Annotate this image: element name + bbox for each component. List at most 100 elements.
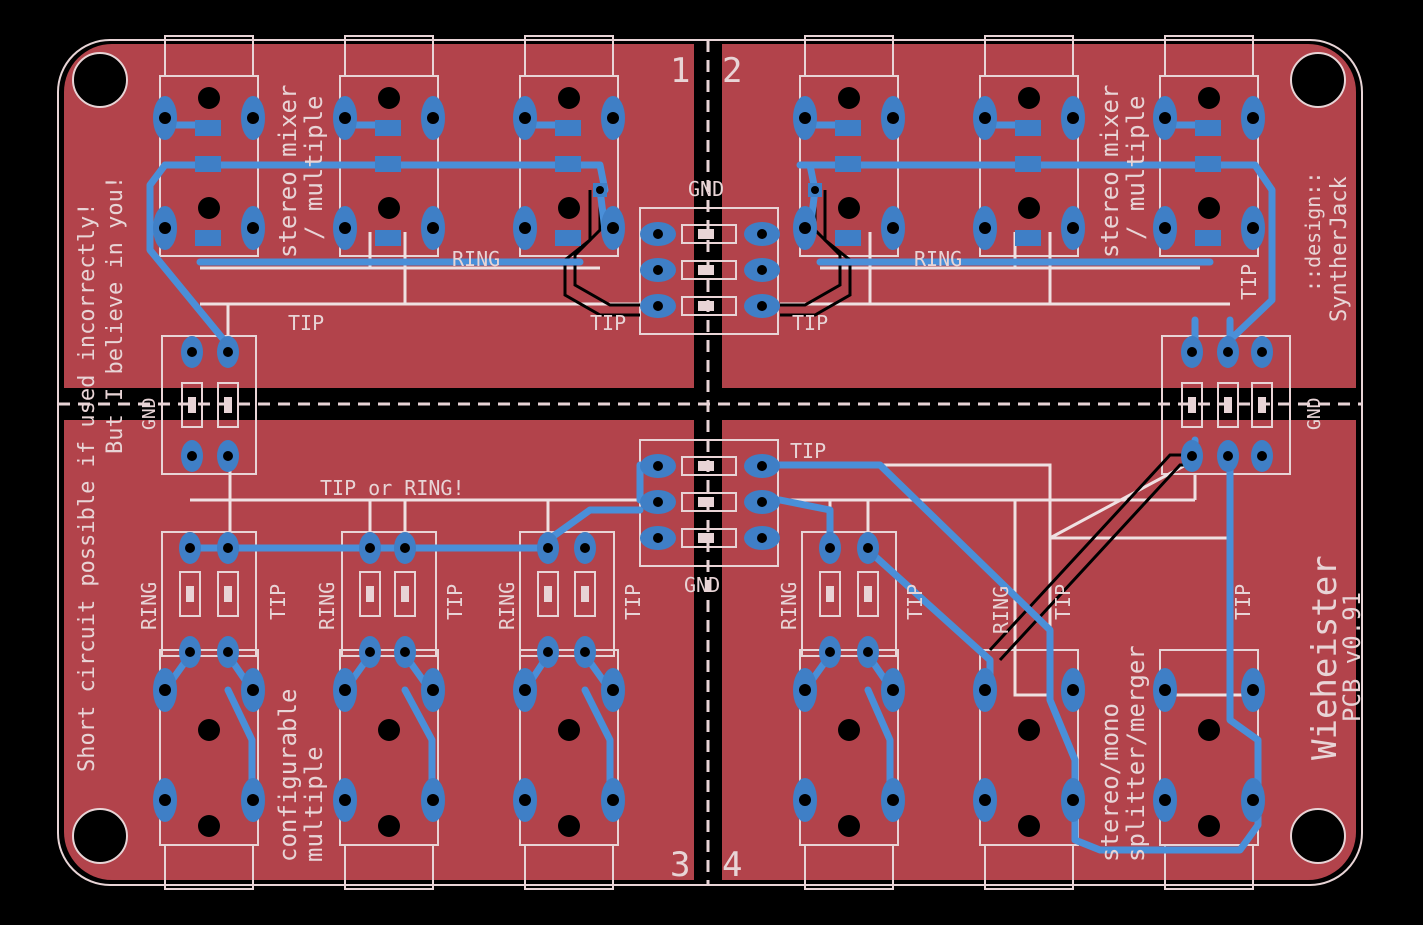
via (799, 684, 811, 696)
via (1198, 87, 1220, 109)
center-switch-lever (681, 224, 737, 244)
switch-lever (359, 571, 381, 617)
switch-lever (1251, 382, 1273, 428)
via (1223, 347, 1233, 357)
via (653, 461, 663, 471)
via (979, 794, 991, 806)
section-label-q2-line1: stereo mixer (1096, 85, 1124, 258)
section-label-q4-line1: stereo/mono (1096, 703, 1124, 862)
via (1018, 87, 1040, 109)
switch-lever (537, 571, 559, 617)
via (838, 815, 860, 837)
smd-pad (375, 156, 401, 172)
center-switch-lever (681, 260, 737, 280)
via (558, 719, 580, 741)
via (198, 197, 220, 219)
switch-mark (581, 586, 589, 602)
tip-or-ring-label: TIP or RING! (320, 476, 465, 500)
via (378, 815, 400, 837)
smd-pad (195, 120, 221, 136)
via (1198, 815, 1220, 837)
center-switch-mark (698, 229, 714, 239)
via (519, 112, 531, 124)
tip-label-q2b: TIP (1237, 264, 1261, 300)
gnd-label-top: GND (688, 177, 724, 201)
section-label-q3-line2: multiple (300, 746, 328, 862)
tip-label-q4c: TIP (1231, 584, 1255, 620)
via (811, 186, 819, 194)
switch-mark (224, 397, 232, 413)
switch-mark (1258, 397, 1266, 413)
switch-lever (181, 382, 203, 428)
via (558, 87, 580, 109)
via (1247, 684, 1259, 696)
quadrant-number-1: 1 (670, 51, 690, 91)
via (378, 719, 400, 741)
via (223, 347, 233, 357)
smd-pad (835, 230, 861, 246)
switch-outline (519, 531, 615, 657)
via (1159, 794, 1171, 806)
via (543, 647, 553, 657)
via (757, 301, 767, 311)
via (247, 794, 259, 806)
via (198, 719, 220, 741)
via (979, 222, 991, 234)
via (1198, 719, 1220, 741)
mounting-holes (72, 52, 1346, 864)
switch-mark (224, 586, 232, 602)
via (159, 222, 171, 234)
via (887, 684, 899, 696)
via (1018, 815, 1040, 837)
switch-lever (179, 571, 201, 617)
smd-pad (555, 156, 581, 172)
via (558, 197, 580, 219)
section-label-q2-line2: / multiple (1122, 96, 1150, 241)
switch-mark (188, 397, 196, 413)
via (339, 794, 351, 806)
switch-mark (1188, 397, 1196, 413)
jack-outline-bottom-tab (164, 844, 254, 890)
via (198, 87, 220, 109)
via (607, 222, 619, 234)
via (247, 222, 259, 234)
via (887, 794, 899, 806)
designer-credit-line2: SyntherJack (1327, 176, 1352, 322)
switch-mark (826, 586, 834, 602)
tip-label-q2a: TIP (792, 311, 828, 335)
gnd-label-left: GND (139, 397, 160, 430)
via (838, 719, 860, 741)
via (247, 684, 259, 696)
ring-label-q4a: RING (777, 582, 801, 630)
via (223, 451, 233, 461)
ring-label-q1: RING (452, 247, 500, 271)
pads (153, 87, 1273, 837)
via (838, 197, 860, 219)
via (339, 112, 351, 124)
via (519, 222, 531, 234)
via (1067, 222, 1079, 234)
via (543, 543, 553, 553)
via (757, 229, 767, 239)
via (799, 222, 811, 234)
tip-label-q4: TIP (790, 439, 826, 463)
via (185, 543, 195, 553)
section-label-q3-line1: configurable (274, 689, 302, 862)
via (427, 222, 439, 234)
gnd-label-right: GND (1304, 397, 1325, 430)
via (365, 543, 375, 553)
mounting-hole-br (1290, 808, 1346, 864)
via (607, 112, 619, 124)
center-switch-lever (681, 492, 737, 512)
center-switch-lever (681, 456, 737, 476)
jack-outline-bottom-tab (984, 844, 1074, 890)
via (1223, 451, 1233, 461)
via (1067, 794, 1079, 806)
via (757, 265, 767, 275)
via (378, 87, 400, 109)
mounting-hole-tl (72, 52, 128, 108)
tip-label-q3b: TIP (443, 584, 467, 620)
via (378, 197, 400, 219)
via (979, 684, 991, 696)
via (427, 794, 439, 806)
